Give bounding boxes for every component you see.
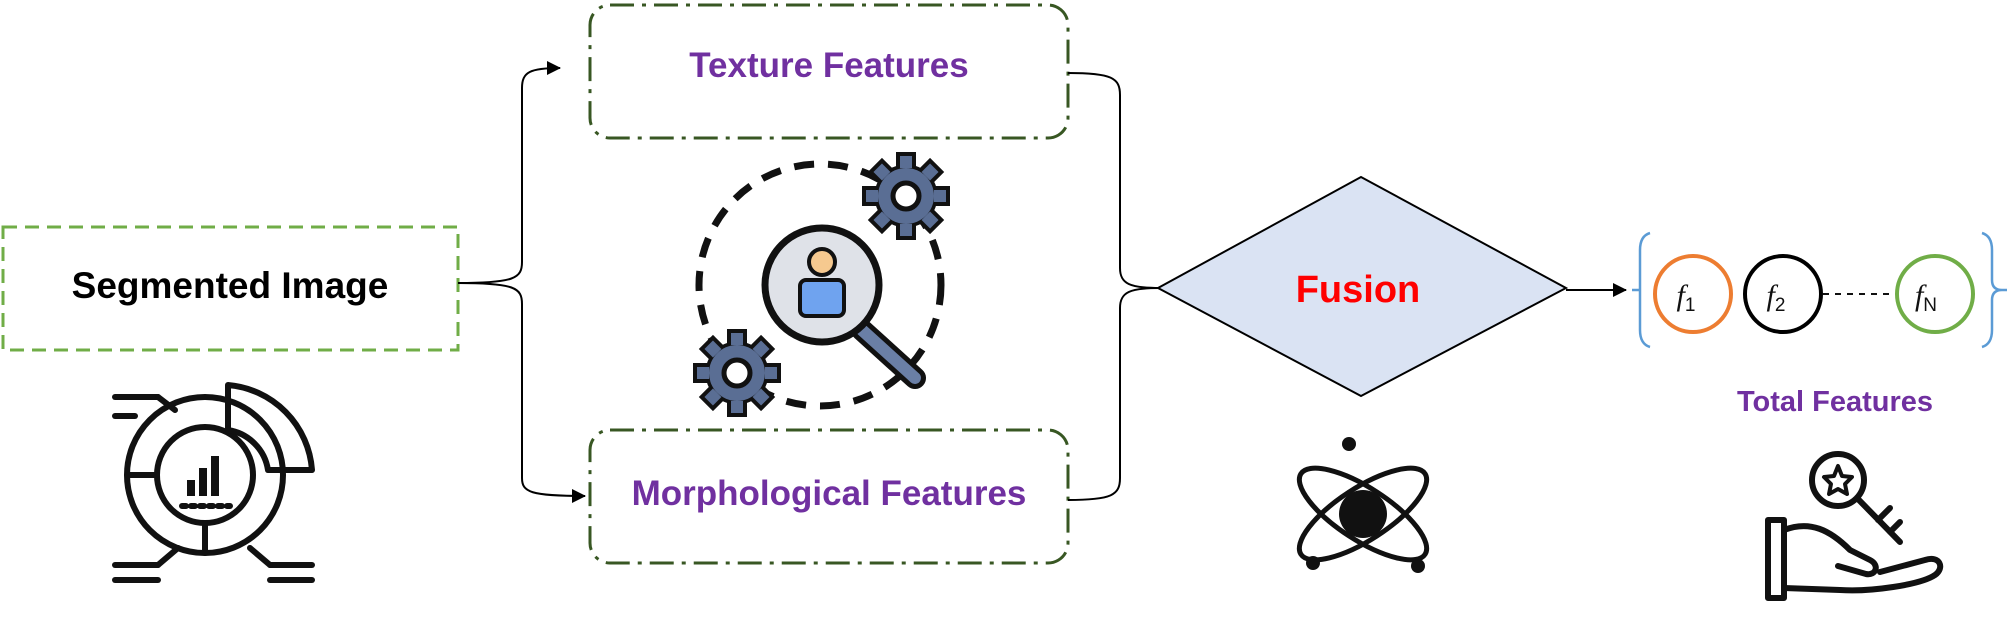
feature-vector: f1 f2 fN bbox=[1632, 231, 2007, 349]
morphological-features-label: Morphological Features bbox=[632, 474, 1027, 513]
fusion-label: Fusion bbox=[1296, 269, 1421, 311]
left-bracket bbox=[1638, 231, 1651, 349]
f1-subscript: 1 bbox=[1685, 295, 1696, 316]
morphological-features-box bbox=[588, 428, 1070, 565]
feature-fN: fN bbox=[1895, 254, 1975, 334]
merge-connector bbox=[1067, 72, 1161, 501]
fusion-node: Fusion bbox=[1155, 175, 1569, 398]
key-in-hand-icon bbox=[1765, 451, 1944, 601]
texture-features-label: Texture Features bbox=[689, 46, 968, 85]
pie-chart-analytics-icon bbox=[112, 382, 315, 583]
user-search-gears-icon bbox=[693, 152, 950, 417]
feature-f2: f2 bbox=[1743, 254, 1823, 334]
atom-icon bbox=[1296, 437, 1430, 573]
gear-icon bbox=[693, 329, 781, 417]
segmented-image-node: Segmented Image bbox=[1, 225, 460, 352]
f2-subscript: 2 bbox=[1775, 295, 1786, 316]
right-bracket bbox=[1981, 231, 2003, 349]
texture-features-node: Texture Features bbox=[588, 3, 1070, 140]
split-connector bbox=[457, 61, 586, 503]
texture-features-box bbox=[588, 3, 1070, 140]
fN-subscript: N bbox=[1923, 295, 1937, 316]
segmented-image-label: Segmented Image bbox=[72, 265, 389, 306]
fusion-diamond bbox=[1155, 175, 1569, 398]
segmented-image-box bbox=[1, 225, 460, 352]
feature-f1: f1 bbox=[1653, 254, 1733, 334]
total-features-label: Total Features bbox=[1737, 386, 1933, 418]
gear-icon bbox=[862, 152, 950, 240]
morphological-features-node: Morphological Features bbox=[588, 428, 1070, 565]
